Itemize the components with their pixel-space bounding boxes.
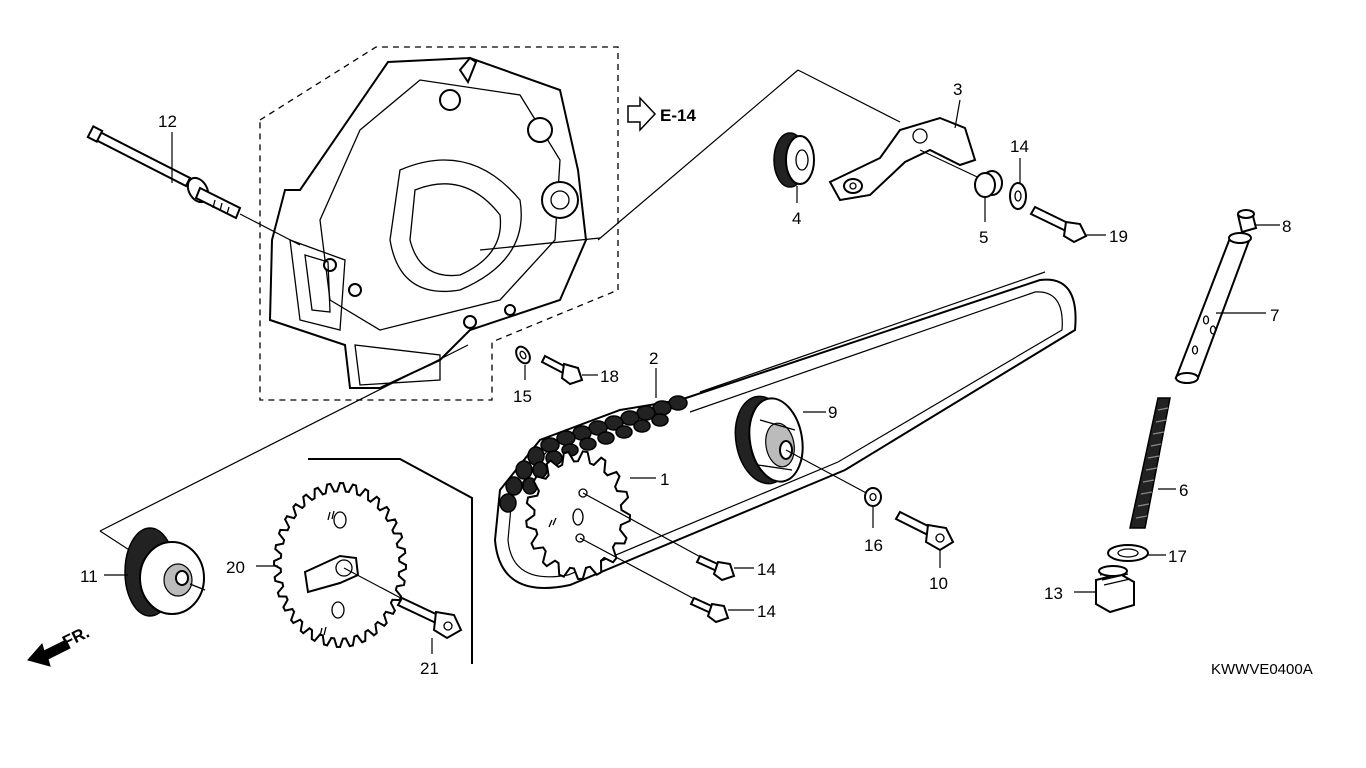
part-4-roller[interactable] — [773, 132, 815, 188]
part-label-9: 9 — [828, 403, 837, 422]
crankcase-dashed-boundary — [259, 46, 619, 401]
part-14-bolt-upper[interactable] — [695, 554, 736, 582]
part-6-spring[interactable] — [1129, 397, 1171, 529]
part-10-bolt[interactable] — [894, 510, 955, 552]
part-label-3: 3 — [953, 80, 962, 99]
part-label-10: 10 — [929, 574, 948, 593]
part-label-18: 17 — [1168, 547, 1187, 566]
part-label-13: 13 — [1044, 584, 1063, 603]
part-1-cam-sprocket[interactable] — [525, 450, 632, 581]
part-5-collar[interactable] — [974, 170, 1003, 198]
part-label-21: 20 — [226, 558, 245, 577]
front-arrow-icon — [27, 639, 71, 667]
part-label-5: 5 — [979, 228, 988, 247]
part-21-sprocket[interactable] — [272, 481, 408, 649]
section-reference[interactable]: E-14 — [627, 96, 696, 132]
part-label-19: 18 — [600, 367, 619, 386]
outline-arrow-icon — [627, 96, 657, 132]
part-label-6: 6 — [1179, 481, 1188, 500]
part-22-bolt[interactable] — [396, 596, 463, 640]
part-20-bolt[interactable] — [1029, 205, 1088, 244]
part-11-sprocket[interactable] — [124, 527, 206, 617]
part-13-sealing-bolt[interactable] — [1095, 565, 1135, 614]
part-label-4: 4 — [792, 209, 801, 228]
crankcase-group — [259, 46, 619, 401]
part-label-14-upper: 14 — [757, 560, 776, 579]
front-direction-indicator: FR. — [27, 623, 92, 667]
part-3-tensioner-arm[interactable] — [828, 116, 977, 202]
part-label-11: 11 — [80, 567, 98, 586]
part-label-7: 7 — [1270, 306, 1279, 325]
part-label-17: 16 — [864, 536, 883, 555]
crankcase-half[interactable] — [268, 56, 601, 389]
part-12-shaft[interactable] — [86, 125, 242, 220]
part-15-washer[interactable] — [1009, 182, 1027, 210]
section-reference-text: E-14 — [660, 106, 696, 125]
part-label-8: 8 — [1282, 217, 1291, 236]
part-16-washer[interactable] — [513, 344, 532, 366]
part-label-22: 21 — [420, 659, 439, 678]
diagram-reference-code: KWWVE0400A — [1211, 661, 1313, 678]
part-label-20: 19 — [1109, 227, 1128, 246]
part-18-washer[interactable] — [1107, 544, 1149, 562]
chain-links — [499, 395, 688, 513]
part-label-15: 14 — [1010, 137, 1029, 156]
part-label-12: 12 — [158, 112, 177, 131]
part-14-bolt-lower[interactable] — [689, 596, 730, 624]
part-8-cap[interactable] — [1236, 209, 1258, 234]
part-9-guide-roller[interactable] — [729, 392, 809, 488]
part-label-2: 2 — [649, 349, 658, 368]
part-2-cam-chain[interactable] — [493, 271, 1077, 589]
part-label-16: 15 — [513, 387, 532, 406]
part-17-washer[interactable] — [864, 487, 882, 507]
part-label-14-lower: 14 — [757, 602, 776, 621]
part-19-bolt[interactable] — [540, 354, 584, 386]
part-label-1: 1 — [660, 470, 669, 489]
part-7-lifter-body[interactable] — [1174, 232, 1252, 384]
